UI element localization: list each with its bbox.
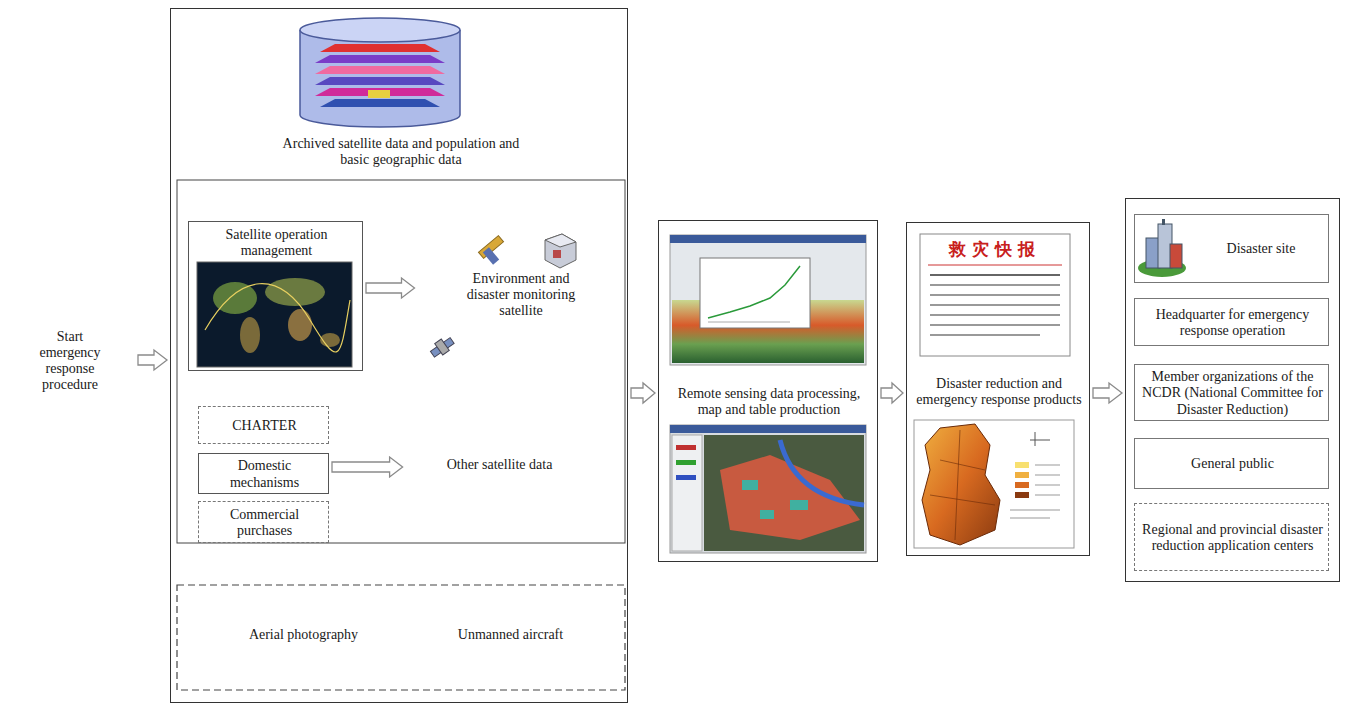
node-text: Other satellite data xyxy=(447,457,553,473)
node-text: Domestic mechanisms xyxy=(203,458,326,490)
data-parallelogram: Other satellite data xyxy=(384,416,599,514)
start-diamond: Start emergency response procedure xyxy=(5,265,135,455)
node-text: Disaster reduction and emergency respons… xyxy=(913,376,1085,408)
recipient-box: Headquarter for emergency response opera… xyxy=(1134,298,1329,346)
database-icon xyxy=(300,18,460,127)
node-text: CHARTER xyxy=(232,418,297,434)
process-box: Remote sensing data processing, map and … xyxy=(658,220,878,562)
recipient-panel: Disaster siteHeadquarter for emergency r… xyxy=(1125,198,1340,582)
block-arrow xyxy=(366,278,415,298)
node-text: Satellite operation management xyxy=(194,227,359,259)
outline xyxy=(414,604,607,666)
text-area: Disaster site xyxy=(1197,219,1325,280)
screenshot-chart xyxy=(670,235,866,365)
diamond-outline xyxy=(5,265,135,455)
province-map xyxy=(914,420,1074,548)
block-arrow xyxy=(138,350,167,370)
text-area: Satellite operation management xyxy=(194,224,359,262)
screenshot-3d-map xyxy=(670,425,866,553)
text-area: General public xyxy=(1139,441,1326,488)
source-box: Domestic mechanisms xyxy=(198,453,329,494)
node-text: Remote sensing data processing, map and … xyxy=(667,386,871,418)
outline xyxy=(6,266,134,454)
recipient-box: Member organizations of the NCDR (Nation… xyxy=(1134,364,1329,421)
text-area: Other satellite data xyxy=(432,434,567,496)
bulletin-title: 救灾快报 xyxy=(925,238,1065,262)
text-area: Regional and provincial disaster reducti… xyxy=(1139,506,1326,570)
node-text: Regional and provincial disaster reducti… xyxy=(1139,522,1326,554)
text-area: Member organizations of the NCDR (Nation… xyxy=(1139,367,1326,420)
node-text: Environment and disaster monitoring sate… xyxy=(461,271,581,319)
operation-box: Satellite operation management xyxy=(188,221,363,371)
satellite-parallelogram: Environment and disaster monitoring sate… xyxy=(386,226,621,371)
text-area: Environment and disaster monitoring sate… xyxy=(461,264,581,326)
node-text: Start emergency response procedure xyxy=(25,329,115,393)
text-area: Domestic mechanisms xyxy=(203,456,326,493)
node-text: General public xyxy=(1191,456,1274,472)
block-arrow xyxy=(1093,383,1122,403)
node-text: Headquarter for emergency response opera… xyxy=(1139,307,1326,339)
node-text: Aerial photography xyxy=(249,627,358,643)
recipient-box: Regional and provincial disaster reducti… xyxy=(1134,503,1329,571)
outline xyxy=(387,227,620,370)
node-text: Disaster site xyxy=(1227,241,1296,257)
product-box: Disaster reduction and emergency respons… xyxy=(906,222,1090,556)
node-text: Commercial purchases xyxy=(203,507,326,539)
text-area: Headquarter for emergency response opera… xyxy=(1139,301,1326,345)
text-area: Remote sensing data processing, map and … xyxy=(667,371,871,433)
source-box: Commercial purchases xyxy=(198,501,329,543)
data-source-panel: Archived satellite data and population a… xyxy=(170,8,628,703)
node-text: Archived satellite data and population a… xyxy=(271,136,531,168)
recipient-box: Disaster site xyxy=(1134,214,1329,283)
text-area: Archived satellite data and population a… xyxy=(271,127,531,177)
block-arrow xyxy=(631,383,655,403)
text-area: Disaster reduction and emergency respons… xyxy=(913,361,1085,423)
node-text: Unmanned aircraft xyxy=(458,627,563,643)
block-arrow xyxy=(332,457,403,477)
outline xyxy=(202,604,405,666)
source-box: CHARTER xyxy=(198,406,329,444)
text-area: Start emergency response procedure xyxy=(25,325,115,397)
building-icon xyxy=(1138,219,1186,277)
aerial-parallelogram: Unmanned aircraft xyxy=(413,603,608,667)
recipient-box: General public xyxy=(1134,438,1329,489)
outline xyxy=(385,417,598,513)
bulletin-document xyxy=(920,234,1070,356)
group-frame-dashed xyxy=(177,585,625,690)
block-arrow xyxy=(881,383,903,403)
group-frame xyxy=(177,180,625,543)
text-area: Unmanned aircraft xyxy=(448,609,573,661)
world-map-screen xyxy=(197,262,352,367)
aerial-parallelogram: Aerial photography xyxy=(201,603,406,667)
text-area: Commercial purchases xyxy=(203,504,326,542)
text-area: CHARTER xyxy=(203,409,326,443)
text-area: Aerial photography xyxy=(236,609,371,661)
node-text: Member organizations of the NCDR (Nation… xyxy=(1139,369,1326,417)
